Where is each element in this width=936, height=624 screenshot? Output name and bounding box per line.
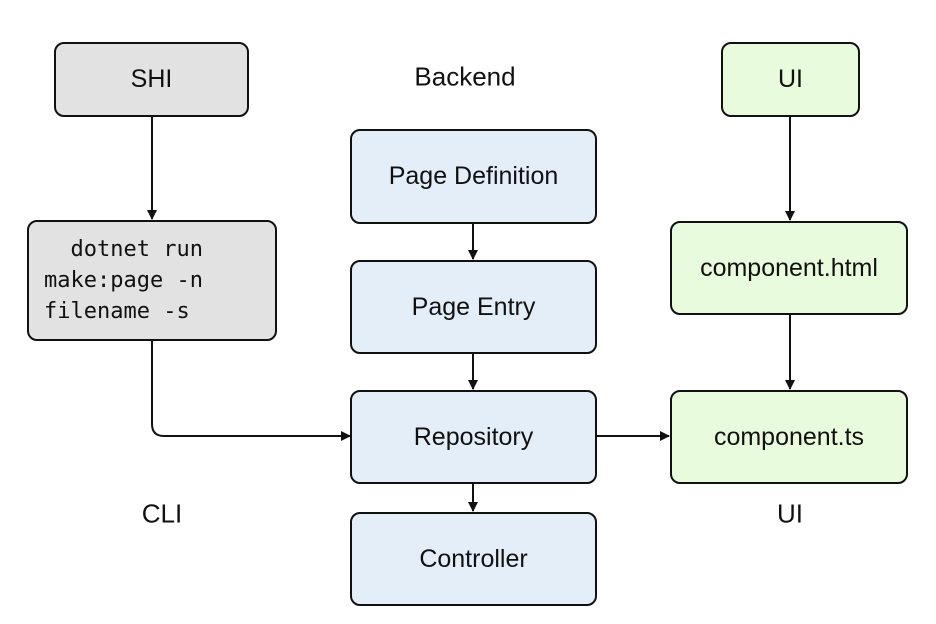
- edge-cli-command-to-repository: [151, 341, 351, 441]
- component-ts-node: component.ts: [670, 390, 908, 484]
- cli-command-node: dotnet run make:page -n filename -s: [27, 220, 277, 341]
- shi-node: SHI: [54, 42, 249, 117]
- ui-caption: UI: [777, 498, 803, 529]
- repository-node: Repository: [350, 390, 597, 484]
- cli-caption: CLI: [141, 498, 183, 529]
- controller-node: Controller: [350, 512, 597, 606]
- backend-caption: Backend: [414, 61, 516, 92]
- component-html-node: component.html: [670, 221, 908, 315]
- ui-node: UI: [721, 42, 860, 117]
- page-entry-node: Page Entry: [350, 260, 597, 354]
- page-definition-node: Page Definition: [350, 129, 597, 224]
